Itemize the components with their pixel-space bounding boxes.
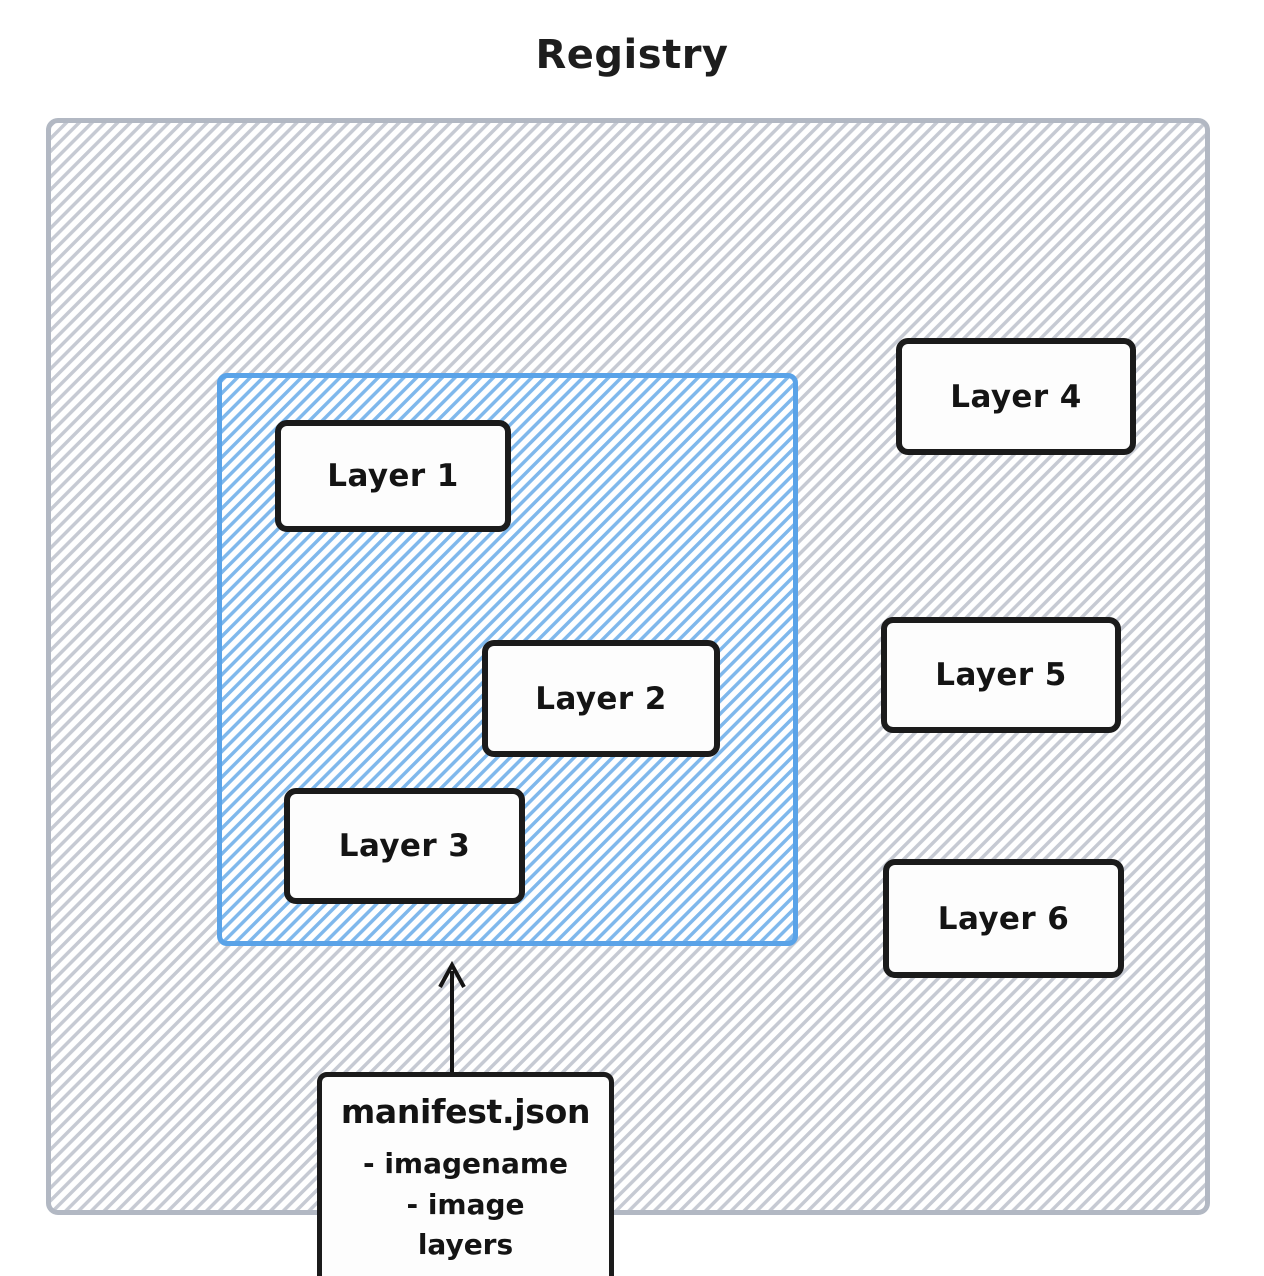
manifest-entry-image: - image [406, 1187, 525, 1221]
layer-node-4[interactable]: Layer 4 [896, 338, 1136, 455]
manifest-to-image-arrow-icon [438, 960, 466, 1075]
manifest-node[interactable]: manifest.json - imagename - image layers [317, 1072, 614, 1276]
manifest-entry-layers: layers [417, 1228, 514, 1262]
registry-container: Layer 1 Layer 2 Layer 3 Layer 4 Layer 5 … [46, 118, 1210, 1276]
page-title: Registry [535, 32, 729, 78]
manifest-filename: manifest.json [340, 1092, 591, 1131]
layer-node-1[interactable]: Layer 1 [275, 420, 511, 532]
layer-node-3[interactable]: Layer 3 [284, 788, 525, 904]
layer-node-2[interactable]: Layer 2 [482, 640, 720, 757]
manifest-entry-imagename: - imagename [362, 1147, 569, 1181]
layer-node-5[interactable]: Layer 5 [881, 617, 1121, 733]
layer-node-6[interactable]: Layer 6 [883, 859, 1124, 978]
